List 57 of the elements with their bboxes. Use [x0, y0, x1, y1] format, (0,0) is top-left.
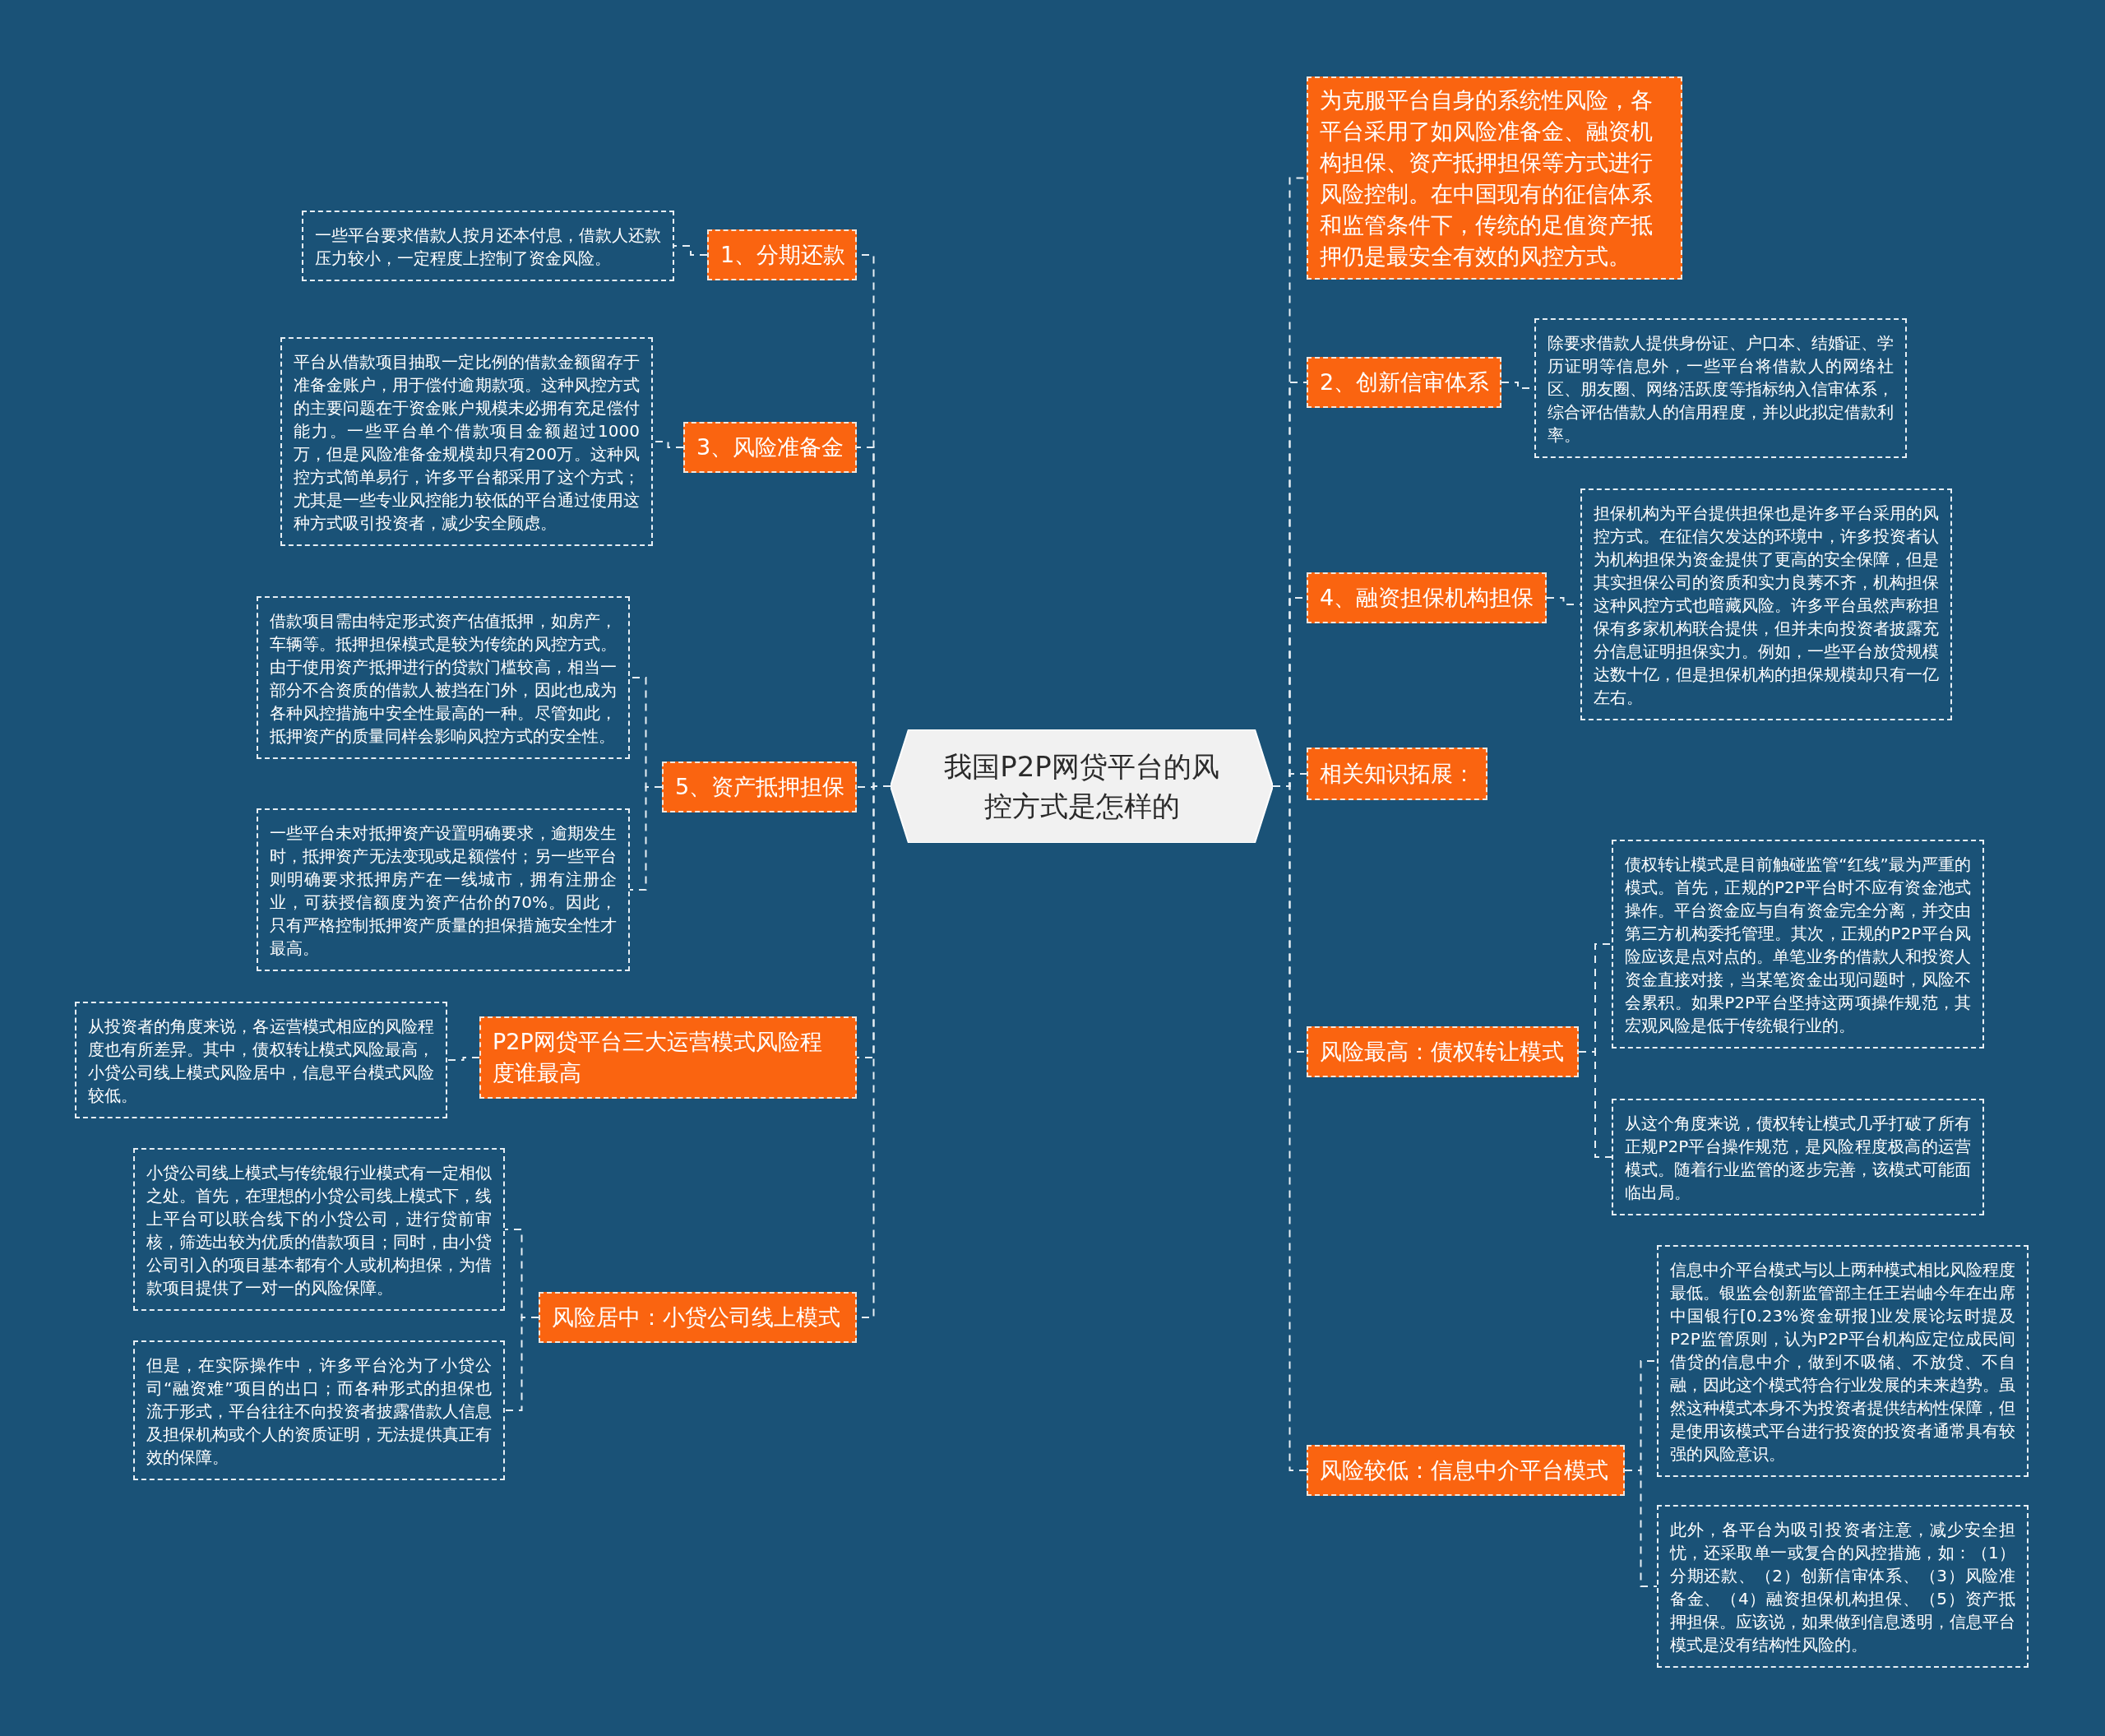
note-text: 从这个角度来说，债权转让模式几乎打破了所有正规P2P平台操作规范，是风险程度极高的运营模式。随着行业监管的逐步完善，该模式可能面临出局。: [1625, 1113, 1971, 1204]
topic-text: 为克服平台自身的系统性风险，各平台采用了如风险准备金、融资机构担保、资产抵押担保等方式进行风险控制。在中国现有的征信体系和监管条件下，传统的足值资产抵押仍是最安全有效的风控方式。: [1320, 86, 1654, 271]
central-topic-hexagon: [891, 729, 1273, 843]
note-box: [133, 1148, 505, 1311]
note-text: 债权转让模式是目前触碰监管“红线”最为严重的模式。首先，正规的P2P平台时不应有资金池式操作。平台资金应与自有资金完全分离，并交由第三方机构委托管理。其次，正规的P2P平台风险应该是点对点的。单笔业务的借款人和投资人资金直接对接，当某笔资金出现问题时，风险不会累积。如果P2P平台坚持这两项操作规范，其宏观风险是低于传统银行业的。: [1625, 854, 1971, 1037]
note-text: 小贷公司线上模式与传统银行业模式有一定相似之处。首先，在理想的小贷公司线上模式下，线上平台可以联合线下的小贷公司，进行贷前审核，筛选出较为优质的借款项目；同时，由小贷公司引入的项目基本都有个人或机构担保，为借款项目提供了一对一的风险保障。: [146, 1162, 492, 1299]
note-box: [302, 211, 674, 281]
topic-box: [1307, 1026, 1579, 1077]
connector-line: [1624, 1470, 1658, 1587]
topic-text: 风险居中：小贷公司线上模式: [552, 1303, 840, 1331]
note-box: [1612, 840, 1984, 1049]
topic-box: [479, 1016, 857, 1099]
note-box: [1657, 1245, 2029, 1477]
topic-box: [1307, 1445, 1625, 1496]
note-text: 从投资者的角度来说，各运营模式相应的风险程度也有所差异。其中，债权转让模式风险最高，小贷公司线上模式风险居中，信息平台模式风险较低。: [88, 1016, 434, 1107]
topic-text: P2P网贷平台三大运营模式风险程度谁最高: [493, 1028, 823, 1087]
note-text: 借款项目需由特定形式资产估值抵押，如房产，车辆等。抵押担保模式是较为传统的风控方式。由于使用资产抵押进行的贷款门槛较高，相当一部分不合资质的借款人被挡在门外，因此也成为各种风控措施中安全性最高的一种。尽管如此，抵押资产的质量同样会影响风控方式的安全性。: [270, 610, 617, 748]
note-box: [280, 337, 653, 546]
connector-line: [504, 1317, 539, 1411]
topic-text: 4、融资担保机构担保: [1320, 584, 1534, 612]
topic-box: [707, 229, 857, 280]
note-box: [1657, 1505, 2029, 1668]
connector-line: [1578, 1051, 1612, 1158]
note-box: [1612, 1099, 1984, 1215]
note-box: [1580, 488, 1952, 720]
connector-line: [446, 1057, 480, 1061]
topic-text: 5、资产抵押担保: [675, 773, 845, 801]
topic-box: [1307, 76, 1682, 280]
note-box: [1534, 318, 1907, 458]
topic-box: [1307, 748, 1487, 800]
note-text: 一些平台未对抵押资产设置明确要求，逾期发生时，抵押资产无法变现或足额偿付；另一些平台则明确要求抵押房产在一线城市，拥有注册企业，可获授信额度为资产估价的70%。因此，只有严格控制抵押资产质量的担保措施安全性才最高。: [270, 822, 617, 960]
note-text: 信息中介平台模式与以上两种模式相比风险程度最低。银监会创新监管部主任王岩岫今年在出席中国银行[0.23%资金研报]业发展论坛时提及P2P监管原则，认为P2P平台机构应定位成民间借贷的信息中介，做到不吸储、不放贷、不自融，因此这个模式符合行业发展的未来趋势。虽然这种模式本身不为投资者提供结构性保障，但是使用该模式平台进行投资的投资者通常具有较强的风险意识。: [1670, 1259, 2015, 1465]
topic-text: 3、风险准备金: [696, 433, 844, 461]
note-text: 平台从借款项目抽取一定比例的借款金额留存于准备金账户，用于偿付逾期款项。这种风控方式的主要问题在于资金账户规模未必拥有充足偿付能力。一些平台单个借款项目金额超过1000万，但是风险准备金规模却只有200万。这种风控方式简单易行，许多平台都采用了这个方式；尤其是一些专业风控能力较低的平台通过使用这种方式吸引投资者，减少安全顾虑。: [294, 351, 640, 535]
note-text: 担保机构为平台提供担保也是许多平台采用的风控方式。在征信欠发达的环境中，许多投资者认为机构担保为资金提供了更高的安全保障，但是其实担保公司的资质和实力良莠不齐，机构担保这种风控方式也暗藏风险。许多平台虽然声称担保有多家机构联合提供，但并未向投资者披露充分信息证明担保实力。例如，一些平台放贷规模达数十亿，但是担保机构的担保规模却只有一亿左右。: [1594, 502, 1939, 709]
topic-text: 风险最高：债权转让模式: [1320, 1038, 1564, 1066]
note-box: [75, 1002, 447, 1118]
topic-box: [1307, 357, 1501, 408]
topic-text: 1、分期还款: [720, 241, 846, 269]
note-box: [257, 808, 630, 971]
topic-text: 风险较低：信息中介平台模式: [1320, 1456, 1608, 1484]
connector-line: [673, 245, 708, 256]
note-text: 除要求借款人提供身份证、户口本、结婚证、学历证明等信息外，一些平台将借款人的网络社区、朋友圈、网络活跃度等指标纳入信审体系，综合评估借款人的信用程度，并以此拟定借款利率。: [1548, 332, 1894, 447]
topic-text: 相关知识拓展：: [1320, 760, 1475, 788]
connector-line: [1546, 597, 1581, 605]
topic-box: [1307, 572, 1547, 623]
note-text: 此外，各平台为吸引投资者注意，减少安全担忧，还采取单一或复合的风控措施，如：（1）分期还款、（2）创新信审体系、（3）风险准备金、（4）融资担保机构担保、（5）资产抵押担保。应该说，如果做到信息透明，信息平台模式是没有结构性风险的。: [1670, 1519, 2015, 1656]
topic-text: 2、创新信审体系: [1320, 368, 1490, 396]
note-text: 一些平台要求借款人按月还本付息，借款人还款压力较小，一定程度上控制了资金风险。: [315, 225, 661, 270]
note-box: [133, 1340, 505, 1480]
note-text: 但是，在实际操作中，许多平台沦为了小贷公司“融资难”项目的出口；而各种形式的担保也流于形式，平台往往不向投资者披露借款人信息及担保机构或个人的资质证明，无法提供真正有效的保障。: [146, 1354, 492, 1469]
note-box: [257, 596, 630, 759]
central-topic-text: 我国P2P网贷平台的风控方式是怎样的: [943, 749, 1220, 824]
topic-box: [662, 762, 857, 812]
connector-line: [629, 786, 663, 891]
topic-box: [683, 422, 857, 473]
topic-box: [539, 1292, 857, 1343]
